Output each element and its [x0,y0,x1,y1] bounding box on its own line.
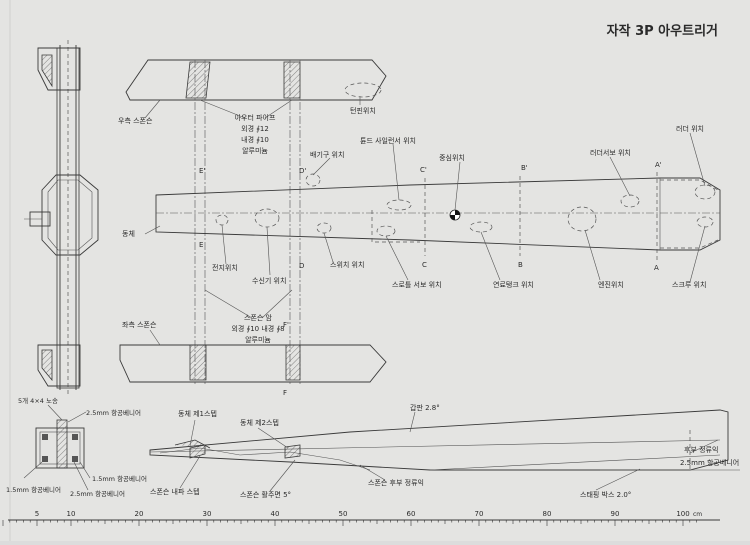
ruler-label: 90 [611,510,620,518]
ruler-label: 20 [135,510,144,518]
label-hull: 동체 [122,230,135,238]
section-E-prime: E' [199,167,205,175]
label-ply-25-bottom: 2.5mm 항공베니어 [70,489,125,498]
leader-lines [23,96,719,492]
section-B: B [518,261,523,269]
label-outer-pipe-3: 내경 ∮10 [241,135,269,144]
label-outer-pipe-1: 아우터 파이프 [235,113,276,122]
label-right-sponson: 우측 스폰슨 [118,116,153,125]
section-B-prime: B' [521,164,528,172]
label-engine: 엔진위치 [598,280,624,289]
section-C-prime: C' [420,166,427,174]
label-transom: 스태핑 박스 2.0° [580,490,631,499]
ruler-unit: cm [693,511,702,518]
label-hull-step1: 동체 제1스텝 [178,410,217,418]
label-fuel-tank: 연료탱크 위치 [493,280,534,289]
label-switch: 스위치 위치 [330,260,364,269]
section-F-prime: F' [283,321,289,329]
front-view [24,40,99,395]
scale-ruler: 5 10 20 30 40 50 60 70 80 90 100 cm [2,510,720,526]
top-view [119,59,721,384]
section-C: C [422,261,427,269]
label-outer-pipe-2: 외경 ∮12 [241,124,269,133]
label-rear-rail-2: 2.5mm 항공베니어 [680,458,739,467]
side-view [149,409,740,471]
label-receiver: 수신기 위치 [252,276,286,285]
section-E: E [199,241,203,249]
side-hull-shape [149,409,729,471]
label-sponson-surface: 스폰슨 활주면 5° [240,490,291,499]
ruler-label: 50 [339,510,348,518]
ruler-label: 40 [271,510,280,518]
label-center: 중심위치 [439,153,465,162]
label-throttle-servo: 스로틀 서보 위치 [392,280,442,289]
label-sponson-arm-3: 알루미늄 [245,335,271,344]
section-A-prime: A' [655,161,662,169]
labels: 우측 스폰슨 턴핀위치 아우터 파이프 외경 ∮12 내경 ∮10 알루미늄 배… [6,106,739,499]
label-ply-15-left: 1.5mm 항공베니어 [6,485,61,494]
section-F: F [283,389,287,397]
ruler-label: 70 [475,510,484,518]
label-rear-rail: 후부 정류익 [684,445,718,454]
label-turnfin: 턴핀위치 [350,106,376,115]
label-ply-15-right: 1.5mm 항공베니어 [92,474,147,483]
left-sponson-shape [119,344,387,383]
label-sponson-arm-1: 스폰슨 암 [244,314,273,322]
ruler-label: 10 [67,510,76,518]
right-sponson-shape [125,59,387,101]
section-A: A [654,264,659,272]
label-left-sponson: 좌측 스폰슨 [122,320,157,329]
page-title: 자작 3P 아우트리거 [607,23,718,39]
section-D-prime: D' [299,167,306,175]
label-balsa: 5개 4×4 노송 [18,396,58,405]
label-screw: 스크루 위치 [672,280,706,289]
section-view [35,419,85,469]
label-rudder: 러더 위치 [676,124,704,133]
label-rudder-servo: 러더서보 위치 [590,148,631,157]
ruler-label: 5 [35,510,39,518]
ruler-label: 30 [203,510,212,518]
ruler-label: 60 [407,510,416,518]
label-sponson-rear-rail: 스폰슨 후부 정류익 [368,478,424,487]
section-D: D [299,262,304,270]
label-deck: 갑판 2.8° [410,403,440,412]
label-hull-step2: 동체 제2스텝 [240,419,279,427]
label-outer-pipe-4: 알루미늄 [242,146,268,155]
label-sponson-arm-2: 외경 ∮10 내경 ∮8 [231,324,284,333]
label-battery: 전지위치 [212,263,238,272]
label-tuned-silencer: 튠드 사일런서 위치 [360,136,416,145]
label-ply-25-top: 2.5mm 항공베니어 [86,408,141,417]
ruler-label: 100 [676,510,689,518]
label-sponson-inner-step: 스폰슨 내파 스텝 [150,487,200,496]
label-exhaust: 배기구 위치 [310,150,344,159]
ruler-label: 80 [543,510,552,518]
